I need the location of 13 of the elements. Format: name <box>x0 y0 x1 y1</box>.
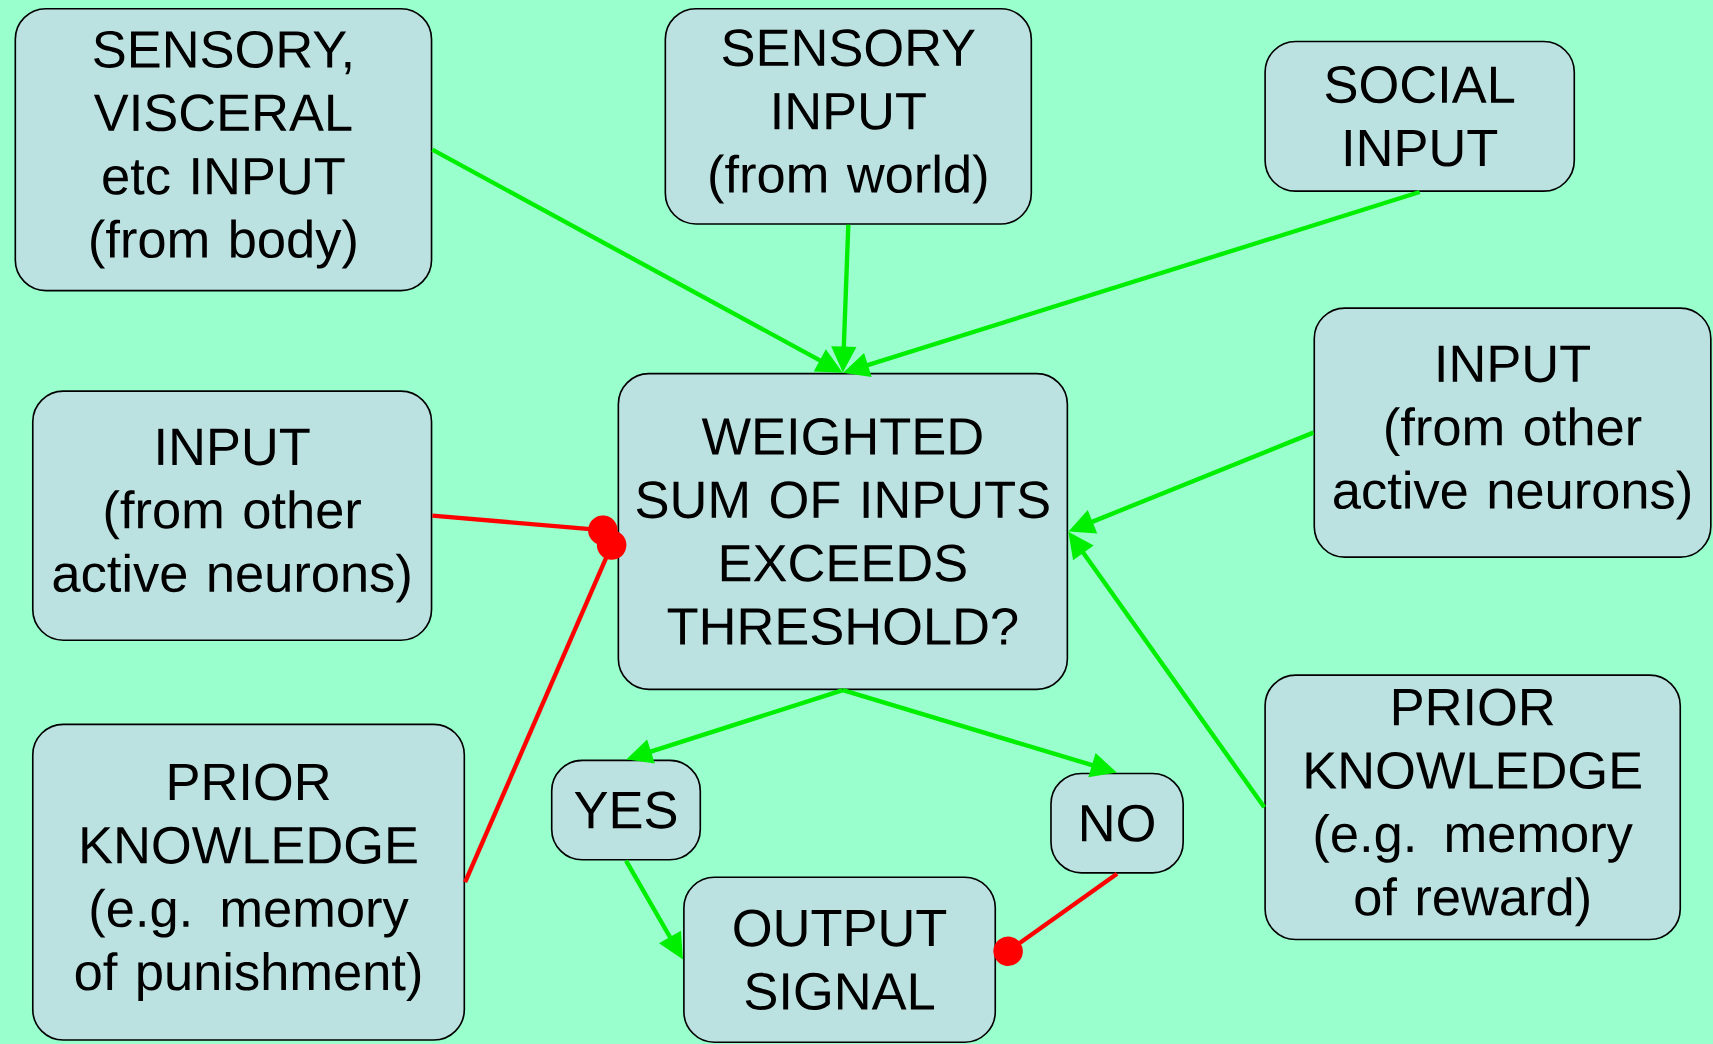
process-box: OUTPUT SIGNAL <box>683 876 997 1043</box>
process-box: YES <box>550 759 702 861</box>
process-box: SENSORY INPUT (from world) <box>664 7 1033 225</box>
process-box: INPUT (from other active neurons) <box>1313 307 1712 558</box>
process-box: WEIGHTED SUM OF INPUTS EXCEEDS THRESHOLD? <box>617 372 1069 690</box>
process-box: SENSORY, VISCERAL etc INPUT (from body) <box>14 7 433 292</box>
process-box: PRIOR KNOWLEDGE (e.g. memory of reward) <box>1264 674 1682 941</box>
process-box: NO <box>1050 772 1184 874</box>
connector <box>993 871 1119 966</box>
connector <box>463 530 627 883</box>
process-box: INPUT (from other active neurons) <box>31 390 433 641</box>
process-box: PRIOR KNOWLEDGE (e.g. memory of punishment) <box>31 723 466 1041</box>
process-box: SOCIAL INPUT <box>1264 40 1576 192</box>
